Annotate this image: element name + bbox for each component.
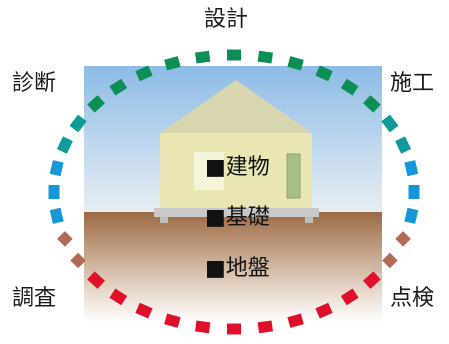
house-door bbox=[286, 153, 301, 199]
ring-dash bbox=[164, 56, 181, 71]
ring-dash bbox=[87, 95, 105, 113]
ring-dash bbox=[109, 288, 128, 306]
foundation-post-left bbox=[160, 217, 168, 223]
ring-dash bbox=[287, 313, 304, 328]
ring-dash bbox=[408, 185, 420, 199]
ring-dash bbox=[363, 271, 381, 289]
ring-dash bbox=[340, 288, 359, 306]
ring-dash bbox=[195, 50, 211, 64]
ring-dash bbox=[69, 114, 87, 133]
ring-dash bbox=[287, 56, 304, 71]
ring-dash bbox=[49, 160, 64, 177]
ring-dash bbox=[49, 207, 64, 224]
house-window bbox=[194, 152, 224, 190]
label-design: 設計 bbox=[204, 7, 249, 32]
layer-building: ■建物 bbox=[205, 155, 270, 180]
ring-dash bbox=[227, 323, 241, 335]
ring-dash bbox=[227, 49, 241, 61]
ring-dash bbox=[135, 302, 153, 319]
ring-dash bbox=[195, 320, 211, 334]
house-roof bbox=[160, 80, 312, 133]
ring-dash bbox=[257, 50, 273, 64]
ring-dash bbox=[257, 320, 273, 334]
label-diagnosis: 診断 bbox=[12, 71, 57, 96]
ring-dash bbox=[48, 185, 60, 199]
label-construction: 施工 bbox=[390, 71, 435, 96]
label-survey: 調査 bbox=[12, 286, 57, 311]
ring-dash bbox=[404, 207, 419, 224]
ring-dash bbox=[56, 136, 73, 154]
label-inspection: 点検 bbox=[390, 286, 435, 311]
ring-dash bbox=[70, 252, 86, 269]
layer-foundation: ■基礎 bbox=[205, 205, 270, 230]
foundation-post-right bbox=[305, 217, 313, 223]
ring-dash bbox=[340, 78, 359, 96]
layer-ground: ■地盤 bbox=[205, 256, 270, 281]
ring-dash bbox=[395, 231, 411, 247]
house-foundation bbox=[154, 208, 319, 217]
ring-dash bbox=[404, 160, 419, 177]
house-illustration bbox=[154, 80, 319, 223]
ring-dash bbox=[109, 78, 128, 96]
ring-dash bbox=[135, 65, 153, 82]
ground-area bbox=[84, 212, 382, 322]
ring-dash bbox=[87, 271, 105, 289]
ring-dash bbox=[382, 252, 398, 269]
ring-dash bbox=[57, 231, 73, 247]
ring-dash bbox=[363, 95, 381, 113]
ring-dash bbox=[395, 136, 412, 154]
cycle-dashed-ring bbox=[48, 49, 420, 335]
ring-dash bbox=[315, 65, 333, 82]
ring-dash bbox=[315, 302, 333, 319]
ring-dash bbox=[164, 313, 181, 328]
ring-dash bbox=[381, 114, 399, 133]
